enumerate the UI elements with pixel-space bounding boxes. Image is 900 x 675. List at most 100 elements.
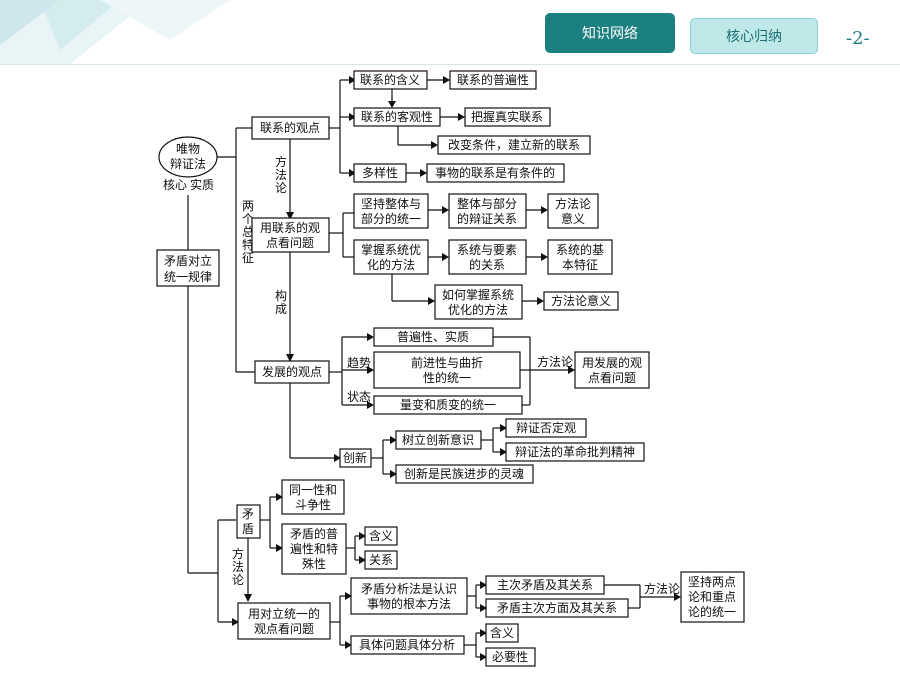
svg-text:方: 方	[275, 154, 287, 169]
node-meaning-2: 含义	[485, 623, 519, 643]
node-two-points: 坚持两点 论和重点 论的统一	[680, 571, 745, 623]
svg-text:同一性和: 同一性和	[289, 483, 337, 497]
svg-text:事物的联系是有条件的: 事物的联系是有条件的	[435, 165, 555, 180]
svg-text:必要性: 必要性	[492, 650, 528, 664]
node-main-contradiction: 主次矛盾及其关系	[485, 575, 605, 595]
svg-text:关系: 关系	[369, 553, 393, 567]
svg-text:点看问题: 点看问题	[266, 236, 314, 250]
node-whole-part-relation: 整体与部分 的辩证关系	[448, 193, 527, 229]
node-innovation: 创新	[339, 448, 372, 468]
svg-text:主次矛盾及其关系: 主次矛盾及其关系	[497, 578, 593, 592]
svg-text:掌握系统优: 掌握系统优	[361, 242, 421, 257]
node-system-optimization: 掌握系统优 化的方法	[353, 239, 429, 275]
svg-text:矛盾分析法是认识: 矛盾分析法是认识	[361, 582, 457, 596]
connector-lines	[187, 76, 681, 661]
label-methodology-dev: 方法论	[537, 354, 573, 369]
svg-text:用对立统一的: 用对立统一的	[248, 606, 320, 621]
svg-text:含义: 含义	[490, 625, 514, 640]
node-relation: 关系	[364, 550, 398, 570]
svg-text:矛盾对立: 矛盾对立	[164, 253, 212, 268]
node-grasp-real: 把握真实联系	[464, 107, 551, 127]
root-line-1: 唯物	[176, 142, 200, 156]
tab-core-summary[interactable]: 核心归纳	[690, 18, 818, 54]
svg-text:本特征: 本特征	[562, 257, 598, 272]
label-state: 状态	[347, 390, 371, 404]
svg-text:两: 两	[242, 199, 254, 213]
node-method-significance-2: 方法论意义	[543, 291, 619, 311]
node-contradiction-analysis: 矛盾分析法是认识 事物的根本方法	[350, 577, 468, 615]
svg-text:遍性和特: 遍性和特	[290, 541, 338, 556]
node-use-unity: 用对立统一的 观点看问题	[237, 602, 331, 640]
svg-text:特: 特	[242, 237, 254, 252]
svg-text:量变和质变的统一: 量变和质变的统一	[400, 397, 496, 412]
label-methodology-3: 方法论	[644, 581, 680, 596]
node-quant-qual: 量变和质变的统一	[373, 395, 523, 415]
svg-text:性的统一: 性的统一	[423, 370, 471, 385]
svg-text:前进性与曲折: 前进性与曲折	[411, 355, 483, 370]
svg-text:方: 方	[232, 546, 244, 561]
node-connection-objective: 联系的客观性	[353, 107, 441, 127]
svg-text:观点看问题: 观点看问题	[254, 622, 314, 636]
svg-text:盾: 盾	[242, 522, 254, 536]
svg-text:用联系的观: 用联系的观	[260, 220, 320, 235]
node-connection-meaning: 联系的含义	[353, 70, 428, 90]
svg-text:成: 成	[275, 302, 287, 316]
svg-text:普遍性、实质: 普遍性、实质	[397, 329, 469, 344]
tab-knowledge-network[interactable]: 知识网络	[545, 13, 675, 53]
svg-text:如何掌握系统: 如何掌握系统	[442, 287, 514, 302]
node-use-development: 用发展的观 点看问题	[574, 351, 650, 389]
svg-text:总: 总	[242, 225, 254, 239]
label-compose: 构 成	[275, 288, 287, 316]
node-system-elements: 系统与要素 的关系	[448, 239, 527, 275]
node-change-condition: 改变条件，建立新的联系	[437, 135, 591, 155]
node-main-aspect: 矛盾主次方面及其关系	[485, 598, 629, 618]
label-trend: 趋势	[347, 356, 371, 370]
label-core: 核心	[163, 178, 187, 192]
svg-text:点看问题: 点看问题	[588, 371, 636, 385]
svg-text:含义: 含义	[369, 528, 393, 543]
node-development-view: 发展的观点	[254, 360, 330, 384]
svg-text:征: 征	[242, 251, 254, 265]
node-system-features: 系统的基 本特征	[547, 239, 613, 275]
node-dialectical-spirit: 辩证法的革命批判精神	[505, 442, 645, 462]
svg-text:方法论: 方法论	[555, 196, 591, 211]
svg-text:改变条件，建立新的联系: 改变条件，建立新的联系	[448, 137, 580, 152]
svg-text:事物的根本方法: 事物的根本方法	[367, 596, 451, 611]
node-innovation-soul: 创新是民族进步的灵魂	[395, 464, 534, 484]
node-connection-universal: 联系的普遍性	[449, 70, 537, 90]
svg-text:矛盾的普: 矛盾的普	[290, 526, 338, 541]
node-identity-struggle: 同一性和 斗争性	[281, 479, 345, 515]
svg-text:联系的普遍性: 联系的普遍性	[457, 72, 529, 87]
node-progress-twist: 前进性与曲折 性的统一	[373, 351, 521, 389]
svg-text:意义: 意义	[561, 211, 585, 226]
node-use-connection: 用联系的观 点看问题	[251, 217, 330, 253]
label-methodology-1: 方 法 论	[275, 154, 287, 195]
node-conditional: 事物的联系是有条件的	[426, 163, 565, 183]
svg-text:整体与部分: 整体与部分	[457, 196, 517, 211]
svg-text:方法论意义: 方法论意义	[551, 293, 611, 308]
node-universal-essence: 普遍性、实质	[373, 327, 494, 347]
svg-text:坚持整体与: 坚持整体与	[361, 196, 421, 211]
label-two-features: 两 个 总 特 征	[242, 199, 254, 265]
svg-text:构: 构	[275, 288, 287, 303]
label-essence: 实质	[190, 177, 214, 192]
svg-text:殊性: 殊性	[302, 556, 326, 571]
node-diversity: 多样性	[353, 163, 407, 183]
svg-text:论的统一: 论的统一	[688, 604, 736, 619]
node-dialectical-negation: 辩证否定观	[505, 418, 587, 438]
svg-text:部分的统一: 部分的统一	[361, 211, 421, 226]
label-methodology-2: 方 法 论	[232, 546, 244, 587]
svg-text:联系的客观性: 联系的客观性	[361, 109, 433, 124]
svg-text:矛: 矛	[242, 507, 254, 521]
svg-text:联系的含义: 联系的含义	[360, 72, 420, 87]
svg-text:具体问题具体分析: 具体问题具体分析	[359, 638, 455, 652]
header-divider	[0, 64, 900, 65]
svg-text:统一规律: 统一规律	[164, 269, 212, 284]
svg-text:论: 论	[232, 573, 244, 587]
svg-text:创新是民族进步的灵魂: 创新是民族进步的灵魂	[404, 466, 524, 481]
svg-text:论和重点: 论和重点	[688, 590, 736, 604]
svg-text:发展的观点: 发展的观点	[262, 364, 322, 379]
svg-text:创新: 创新	[343, 450, 367, 465]
svg-text:论: 论	[275, 181, 287, 195]
